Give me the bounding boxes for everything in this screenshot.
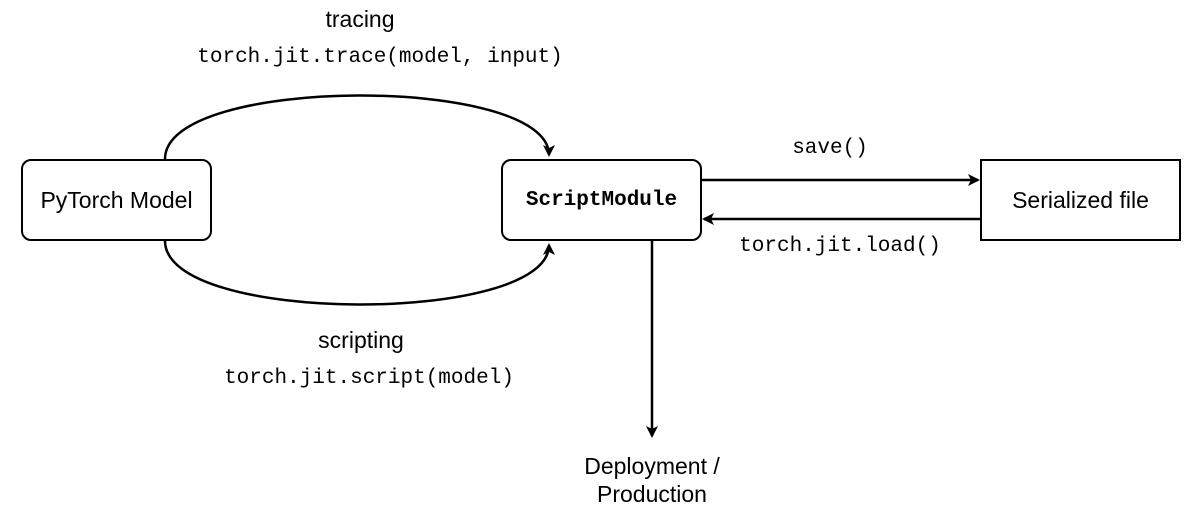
tracing-arrow xyxy=(163,94,555,160)
tracing-title: tracing xyxy=(325,6,395,32)
serialized-file-label: Serialized file xyxy=(1012,186,1149,213)
pytorch-model-node: PyTorch Model xyxy=(21,159,212,241)
deployment-line-2: Production xyxy=(597,481,707,507)
pytorch-model-label: PyTorch Model xyxy=(40,186,193,213)
load-label: torch.jit.load() xyxy=(739,235,941,258)
deployment-label: Deployment / Production xyxy=(584,452,720,508)
tracing-code: torch.jit.trace(model, input) xyxy=(197,46,563,69)
scripting-arrow xyxy=(163,240,555,306)
save-label: save() xyxy=(792,137,868,160)
scripting-code: torch.jit.script(model) xyxy=(224,367,514,390)
deployment-line-1: Deployment / xyxy=(584,453,720,479)
script-module-node: ScriptModule xyxy=(501,159,702,241)
script-module-label: ScriptModule xyxy=(525,188,678,212)
serialized-file-node: Serialized file xyxy=(980,159,1181,241)
scripting-title: scripting xyxy=(318,327,404,353)
